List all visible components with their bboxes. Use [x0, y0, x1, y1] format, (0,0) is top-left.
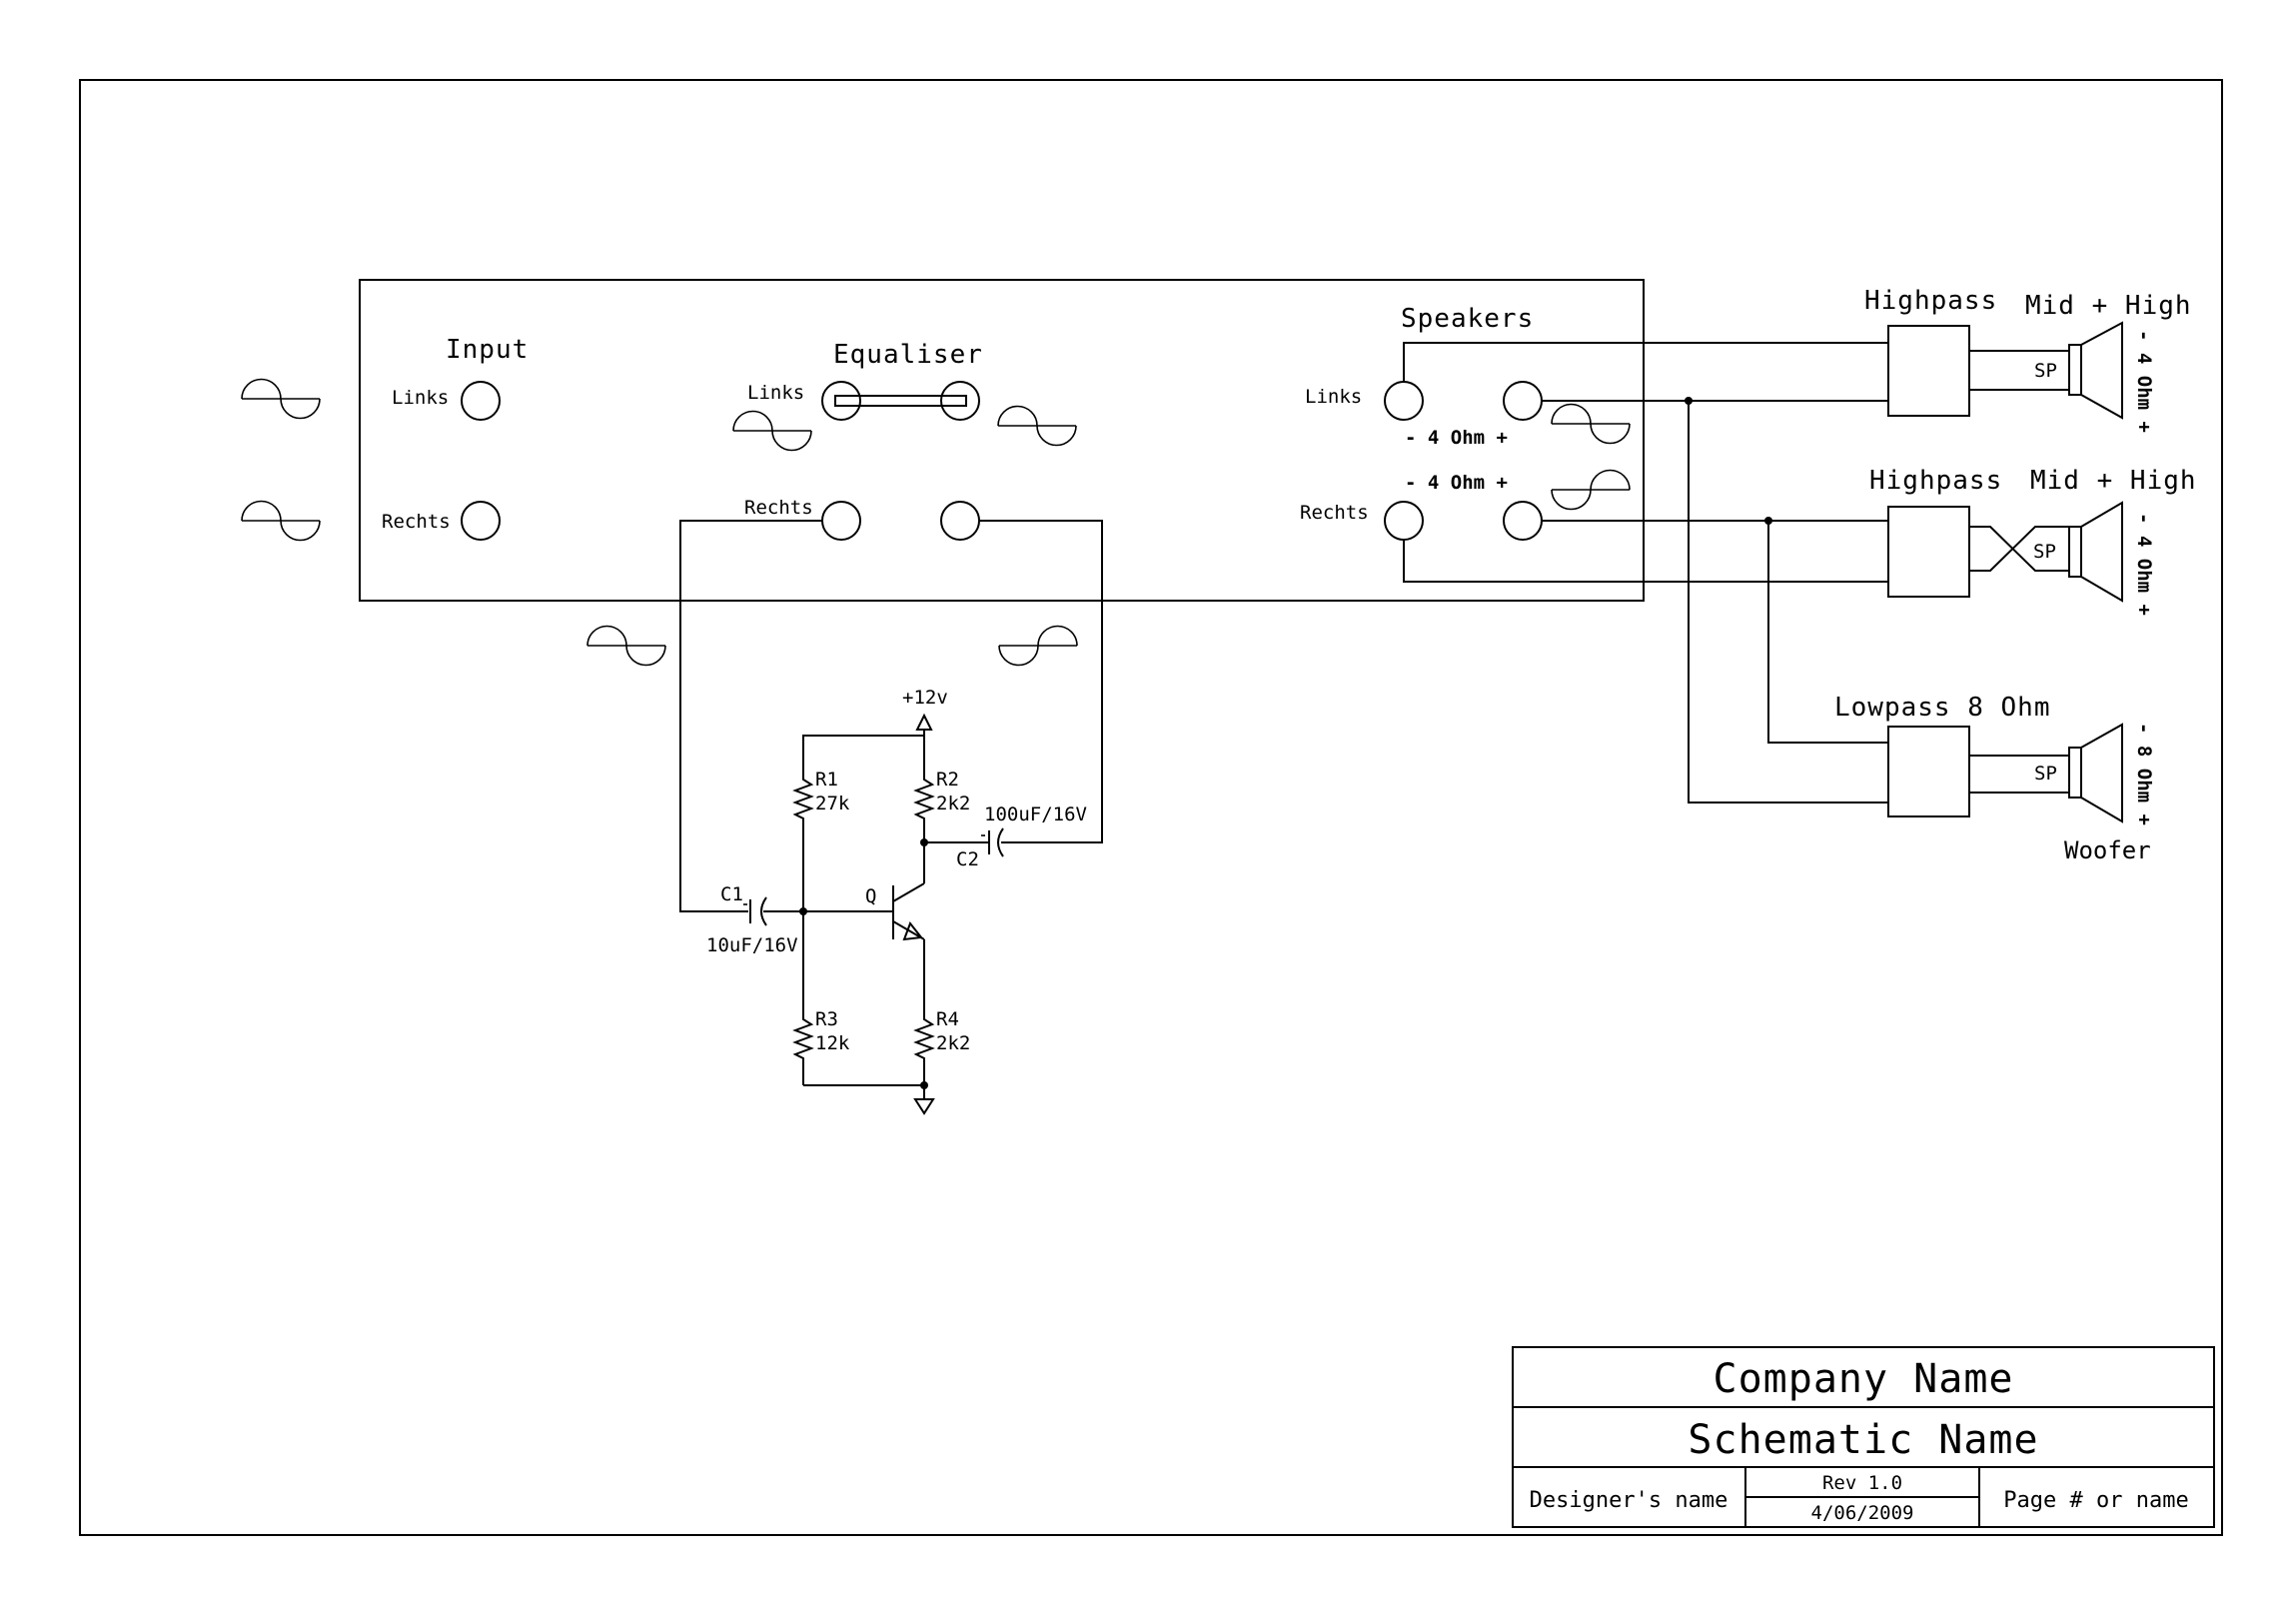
supply-label: +12v: [902, 687, 948, 709]
sheet-border: [79, 79, 2223, 1536]
sine-wave-icon: [1551, 403, 1631, 445]
r4-value: 2k2: [936, 1032, 970, 1054]
revision: Rev 1.0: [1822, 1472, 1902, 1494]
r1-resistor: [792, 772, 814, 911]
page-name: Page # or name: [2003, 1488, 2188, 1513]
speaker-1-rating: - 4 Ohm +: [2133, 330, 2155, 433]
r1-value: 27k: [815, 793, 850, 814]
highpass-2-label: Highpass: [1869, 466, 2002, 496]
title-block: [1512, 1346, 2215, 1528]
speaker-1-sp-label: SP: [2034, 360, 2057, 382]
speaker-1-body: [2068, 344, 2082, 396]
sine-wave-icon: [732, 410, 812, 452]
r4-resistor: [913, 1011, 935, 1085]
company-name: Company Name: [1714, 1356, 2014, 1402]
equaliser-rechts-in-jack: [821, 501, 861, 541]
input-rechts-jack: [461, 501, 501, 541]
wire-ground-rail: [803, 1084, 925, 1099]
equaliser-title: Equaliser: [833, 340, 983, 370]
c1-curved-plate: [760, 896, 767, 926]
speaker-2-crossed-wires: [1969, 526, 2069, 572]
wire-eq-out-to-c2: [979, 520, 1103, 843]
inverted-sine-wave-icon: [998, 625, 1078, 667]
speaker-2-rating: - 4 Ohm +: [2133, 513, 2155, 616]
sine-wave-icon: [586, 625, 666, 667]
speakers-rechts-polarity: - 4 Ohm +: [1405, 472, 1508, 494]
input-title: Input: [446, 335, 529, 365]
r2-name: R2: [936, 769, 959, 791]
woofer-sp-label: SP: [2034, 763, 2057, 785]
speakers-links-polarity: - 4 Ohm +: [1405, 427, 1508, 449]
junction-dot: [1685, 397, 1693, 405]
wire-supply-rail: [802, 735, 925, 772]
c2-curved-plate: [997, 827, 1004, 857]
lowpass-label: Lowpass 8 Ohm: [1834, 693, 2051, 723]
sine-wave-icon: [241, 500, 321, 542]
speaker-2-cone: [2080, 501, 2123, 603]
r4-name: R4: [936, 1008, 959, 1030]
junction-dot: [920, 1081, 928, 1089]
speakers-title: Speakers: [1401, 304, 1534, 334]
woofer-cone: [2080, 723, 2123, 823]
transistor-label: Q: [865, 885, 876, 907]
wire-links-to-lowpass: [1688, 401, 1888, 804]
equaliser-links-label: Links: [747, 382, 804, 404]
input-links-label: Links: [392, 387, 449, 409]
wire-links-neg: [1403, 342, 1888, 382]
sine-wave-icon: [241, 378, 321, 420]
equaliser-bridge: [834, 395, 967, 407]
equaliser-rechts-out-jack: [940, 501, 980, 541]
r3-value: 12k: [815, 1032, 850, 1054]
wire-eq-rechts-to-c1: [679, 520, 822, 912]
r3-resistor: [792, 911, 814, 1085]
equaliser-links-out-jack: [940, 381, 980, 421]
sine-wave-icon: [997, 405, 1077, 447]
speakers-rechts-neg-jack: [1384, 501, 1424, 541]
c1-name: C1: [720, 883, 743, 905]
equaliser-links-in-jack: [821, 381, 861, 421]
woofer-body: [2068, 747, 2082, 799]
speakers-links-pos-jack: [1503, 381, 1543, 421]
input-rechts-label: Rechts: [382, 511, 451, 533]
woofer-rating: - 8 Ohm +: [2133, 723, 2155, 825]
highpass-1-filter: [1887, 325, 1970, 417]
r3-name: R3: [815, 1008, 838, 1030]
speakers-rechts-label: Rechts: [1300, 502, 1369, 524]
date: 4/06/2009: [1811, 1502, 1914, 1524]
equaliser-rechts-label: Rechts: [744, 497, 813, 519]
wire-rechts-neg: [1403, 540, 1888, 583]
highpass-2-filter: [1887, 506, 1970, 598]
device-panel: [359, 279, 1645, 602]
speaker-1-label: Mid + High: [2025, 291, 2192, 321]
c2-name: C2: [956, 848, 979, 870]
inverted-sine-wave-icon: [1551, 469, 1631, 511]
speaker-1-cone: [2080, 321, 2123, 420]
r2-resistor: [913, 772, 935, 842]
ground-icon: [913, 1098, 935, 1115]
r1-name: R1: [815, 769, 838, 791]
lowpass-filter: [1887, 726, 1970, 817]
speakers-rechts-pos-jack: [1503, 501, 1543, 541]
r2-value: 2k2: [936, 793, 970, 814]
npn-transistor-icon: [892, 842, 925, 1011]
designer-name: Designer's name: [1530, 1488, 1728, 1513]
input-links-jack: [461, 381, 501, 421]
speakers-links-label: Links: [1305, 386, 1362, 408]
highpass-1-label: Highpass: [1864, 286, 1997, 316]
schematic-name: Schematic Name: [1688, 1417, 2038, 1463]
c1-value: 10uF/16V: [706, 934, 798, 956]
speaker-2-label: Mid + High: [2030, 466, 2197, 496]
supply-arrow: [915, 713, 933, 731]
speaker-2-body: [2068, 526, 2082, 578]
junction-dot: [1764, 517, 1772, 525]
c2-value: 100uF/16V: [984, 804, 1087, 825]
wire-rechts-to-lowpass: [1767, 521, 1888, 744]
speaker-2-sp-label: SP: [2033, 541, 2056, 563]
speakers-links-neg-jack: [1384, 381, 1424, 421]
woofer-label: Woofer: [2064, 836, 2151, 864]
